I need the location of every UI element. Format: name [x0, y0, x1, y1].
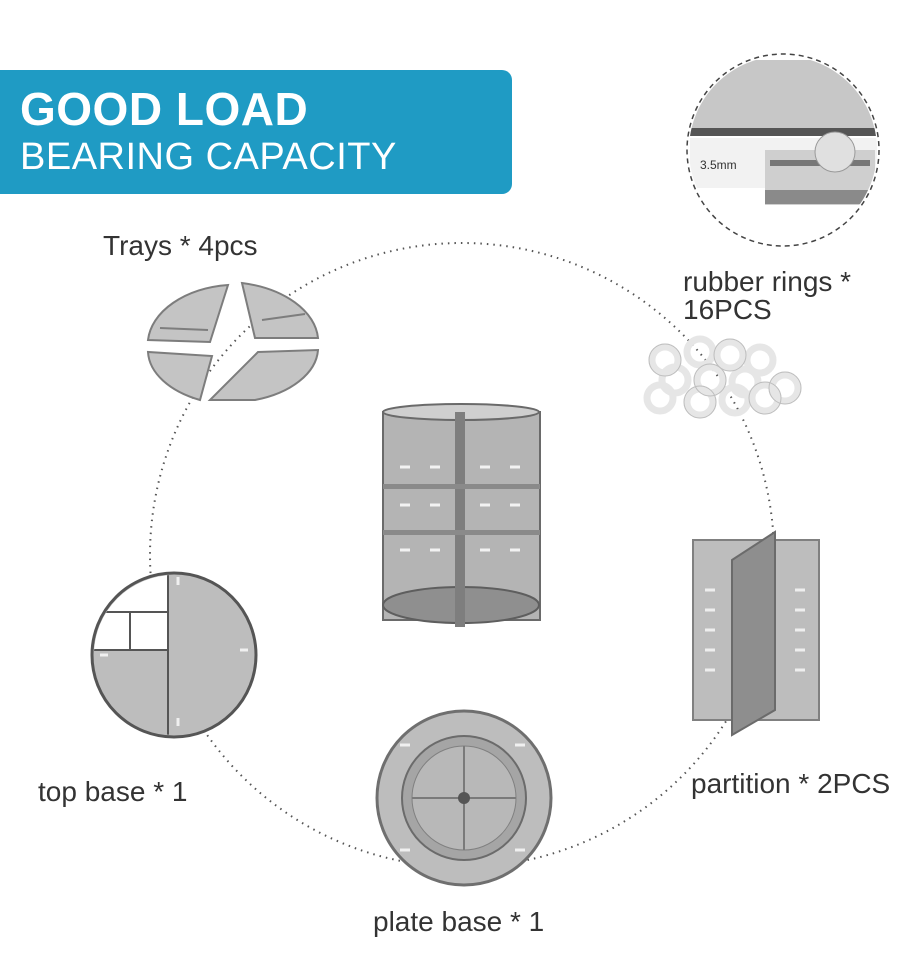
partition-label: partition * 2PCS: [691, 768, 891, 799]
partition-image: [692, 530, 820, 737]
thickness-detail-zoom: [686, 53, 880, 247]
assembled-organizer-image: [382, 403, 541, 627]
rubber-rings-label: rubber rings *: [683, 266, 852, 297]
rubber-rings-image: [643, 335, 802, 419]
top-base-image: [90, 571, 258, 739]
plate-base-image: [375, 709, 553, 887]
trays-label: Trays * 4pcs: [103, 230, 258, 261]
thickness-label: 3.5mm: [700, 158, 737, 172]
trays-image: [146, 281, 320, 402]
top-base-label: top base * 1: [38, 776, 188, 807]
headline-title: GOOD LOAD: [20, 83, 309, 135]
plate-base-label: plate base * 1: [373, 906, 545, 937]
headline-subtitle: BEARING CAPACITY: [20, 136, 397, 178]
headline-banner: GOOD LOAD BEARING CAPACITY: [0, 70, 512, 194]
rubber-rings-count-label: 16PCS: [683, 294, 772, 325]
